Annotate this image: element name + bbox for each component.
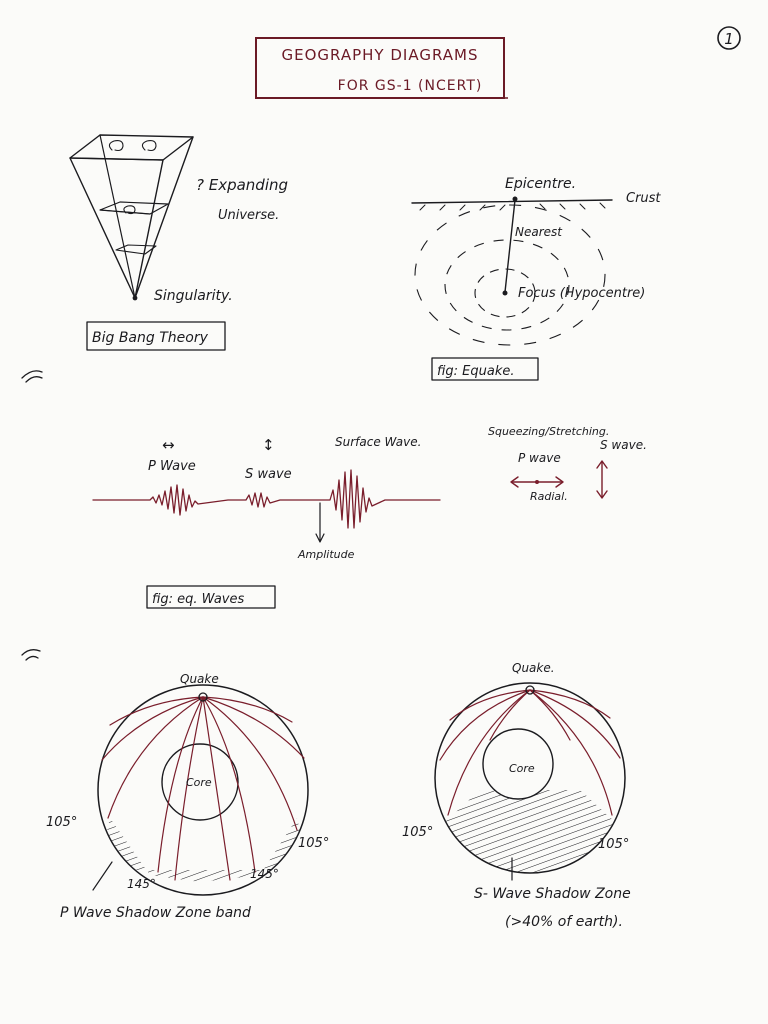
singularity-label: Singularity.	[154, 288, 233, 304]
earthquake-diagram: Epicentre. Crust Nearest Focus (Hypocent…	[411, 176, 661, 381]
margin-mark-2	[21, 649, 41, 661]
big-bang-caption: Big Bang Theory	[92, 330, 209, 346]
quake-caption: fig: Equake.	[437, 364, 515, 379]
seismogram-trace	[92, 469, 441, 529]
singularity-point	[132, 295, 138, 301]
p-wave-motion-label: P wave	[518, 451, 561, 465]
expanding-label: ? Expanding	[196, 176, 288, 194]
s-right-105-label: 105°	[598, 837, 629, 852]
p-wave-shadow-diagram: Quake Core 105° 105° 145° 145° P Wave Sh…	[46, 672, 329, 921]
s-wave-arrow: ↕	[262, 436, 275, 454]
s-quake-label: Quake.	[512, 661, 555, 675]
nearest-label: Nearest	[515, 225, 563, 239]
p-left-145-label: 145°	[127, 877, 156, 891]
p-right-145-label: 145°	[250, 867, 279, 881]
s-left-105-label: 105°	[402, 825, 433, 840]
s-shadow-caption-2: (>40% of earth).	[505, 914, 623, 930]
p-wave-arrow: ↔	[162, 436, 175, 454]
focus-point	[502, 290, 508, 296]
squeezing-label: Squeezing/Stretching.	[488, 425, 609, 438]
page-number: 1	[717, 26, 741, 50]
s-wave-motion-label: S wave.	[600, 438, 647, 452]
p-core-label: Core	[186, 776, 212, 789]
p-left-105-label: 105°	[46, 815, 77, 830]
amplitude-label: Amplitude	[297, 548, 355, 561]
eq-waves-caption: fig: eq. Waves	[152, 592, 244, 607]
p-quake-label: Quake	[180, 672, 219, 686]
wave-motion-legend: Squeezing/Stretching. P wave S wave. Rad…	[488, 425, 647, 503]
crust-label: Crust	[626, 191, 661, 206]
big-bang-diagram: ? Expanding Universe. Singularity. Big B…	[69, 134, 288, 351]
p-right-105-label: 105°	[298, 836, 329, 851]
universe-label: Universe.	[218, 208, 279, 223]
epicentre-point	[512, 196, 518, 202]
s-core-label: Core	[509, 762, 535, 775]
focus-label: Focus (Hypocentre)	[518, 286, 645, 301]
p-wave-label: P Wave	[148, 459, 196, 474]
s-wave-shadow-diagram: Quake. Core 105° 105° S- Wave Shadow Zon…	[402, 661, 631, 930]
svg-text:1: 1	[724, 30, 734, 48]
radial-label: Radial.	[530, 490, 568, 503]
p-shadow-caption: P Wave Shadow Zone band	[60, 905, 251, 921]
title-line-2: FOR GS-1 (NCERT)	[338, 78, 483, 94]
page-title: GEOGRAPHY DIAGRAMS FOR GS-1 (NCERT)	[255, 37, 508, 99]
epicentre-label: Epicentre.	[505, 176, 576, 192]
s-wave-label: S wave	[245, 467, 292, 482]
margin-mark	[21, 370, 43, 383]
eq-waves-diagram: ↔ ↕ P Wave S wave Surface Wave. Amplitud…	[92, 435, 441, 609]
surface-wave-label: Surface Wave.	[335, 435, 421, 449]
s-shadow-caption-1: S- Wave Shadow Zone	[474, 886, 631, 902]
title-line-1: GEOGRAPHY DIAGRAMS	[282, 46, 479, 64]
